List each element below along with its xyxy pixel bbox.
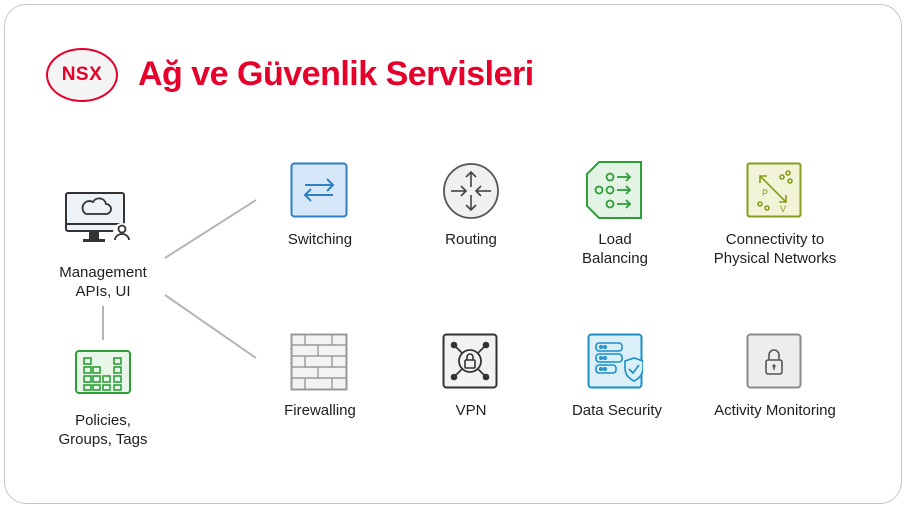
switching-arrows-icon (290, 162, 348, 218)
service-firewalling-label: Firewalling (255, 401, 385, 420)
service-data-security-label: Data Security (552, 401, 682, 420)
activity-monitoring-label-line1: Activity Monitoring (714, 402, 836, 419)
management-label: Management APIs, UI (38, 263, 168, 301)
service-connectivity-label: Connectivity to Physical Networks (705, 230, 845, 268)
physical-network-icon: P V (746, 162, 802, 218)
load-balancing-label-line1: Load (598, 231, 632, 248)
nsx-badge: NSX (46, 48, 118, 102)
diagram-card (4, 4, 902, 504)
svg-text:V: V (780, 204, 786, 214)
routing-circle-icon (443, 163, 499, 219)
switching-label-line1: Switching (287, 231, 353, 248)
policy-grid-icon (75, 350, 131, 394)
policies-label-line2: Groups, Tags (58, 431, 148, 448)
firewall-brick-icon (290, 333, 348, 391)
service-routing-label: Routing (406, 230, 536, 249)
page-title: Ağ ve Güvenlik Servisleri (138, 55, 534, 93)
management-label-line2: APIs, UI (75, 283, 131, 300)
policies-label: Policies, Groups, Tags (38, 411, 168, 449)
service-vpn-label: VPN (406, 401, 536, 420)
svg-text:P: P (762, 188, 768, 198)
monitor-cloud-user-icon (65, 192, 131, 242)
data-security-label-line1: Data Security (571, 402, 663, 419)
vpn-lock-icon (442, 333, 498, 389)
connectivity-label-line2: Physical Networks (713, 250, 837, 267)
policies-label-line1: Policies, (75, 412, 131, 429)
vpn-label-line1: VPN (455, 402, 487, 419)
service-load-balancing-label: Load Balancing (550, 230, 680, 268)
service-activity-monitoring-label: Activity Monitoring (700, 401, 850, 420)
service-switching-label: Switching (255, 230, 385, 249)
connectivity-label-line1: Connectivity to (725, 231, 825, 248)
firewalling-label-line1: Firewalling (284, 402, 356, 419)
routing-label-line1: Routing (445, 231, 497, 248)
management-label-line1: Management (59, 264, 147, 281)
load-balancer-icon (586, 161, 642, 219)
data-security-shield-icon (587, 333, 643, 389)
load-balancing-label-line2: Balancing (582, 250, 648, 267)
activity-monitor-lock-icon (746, 333, 802, 389)
